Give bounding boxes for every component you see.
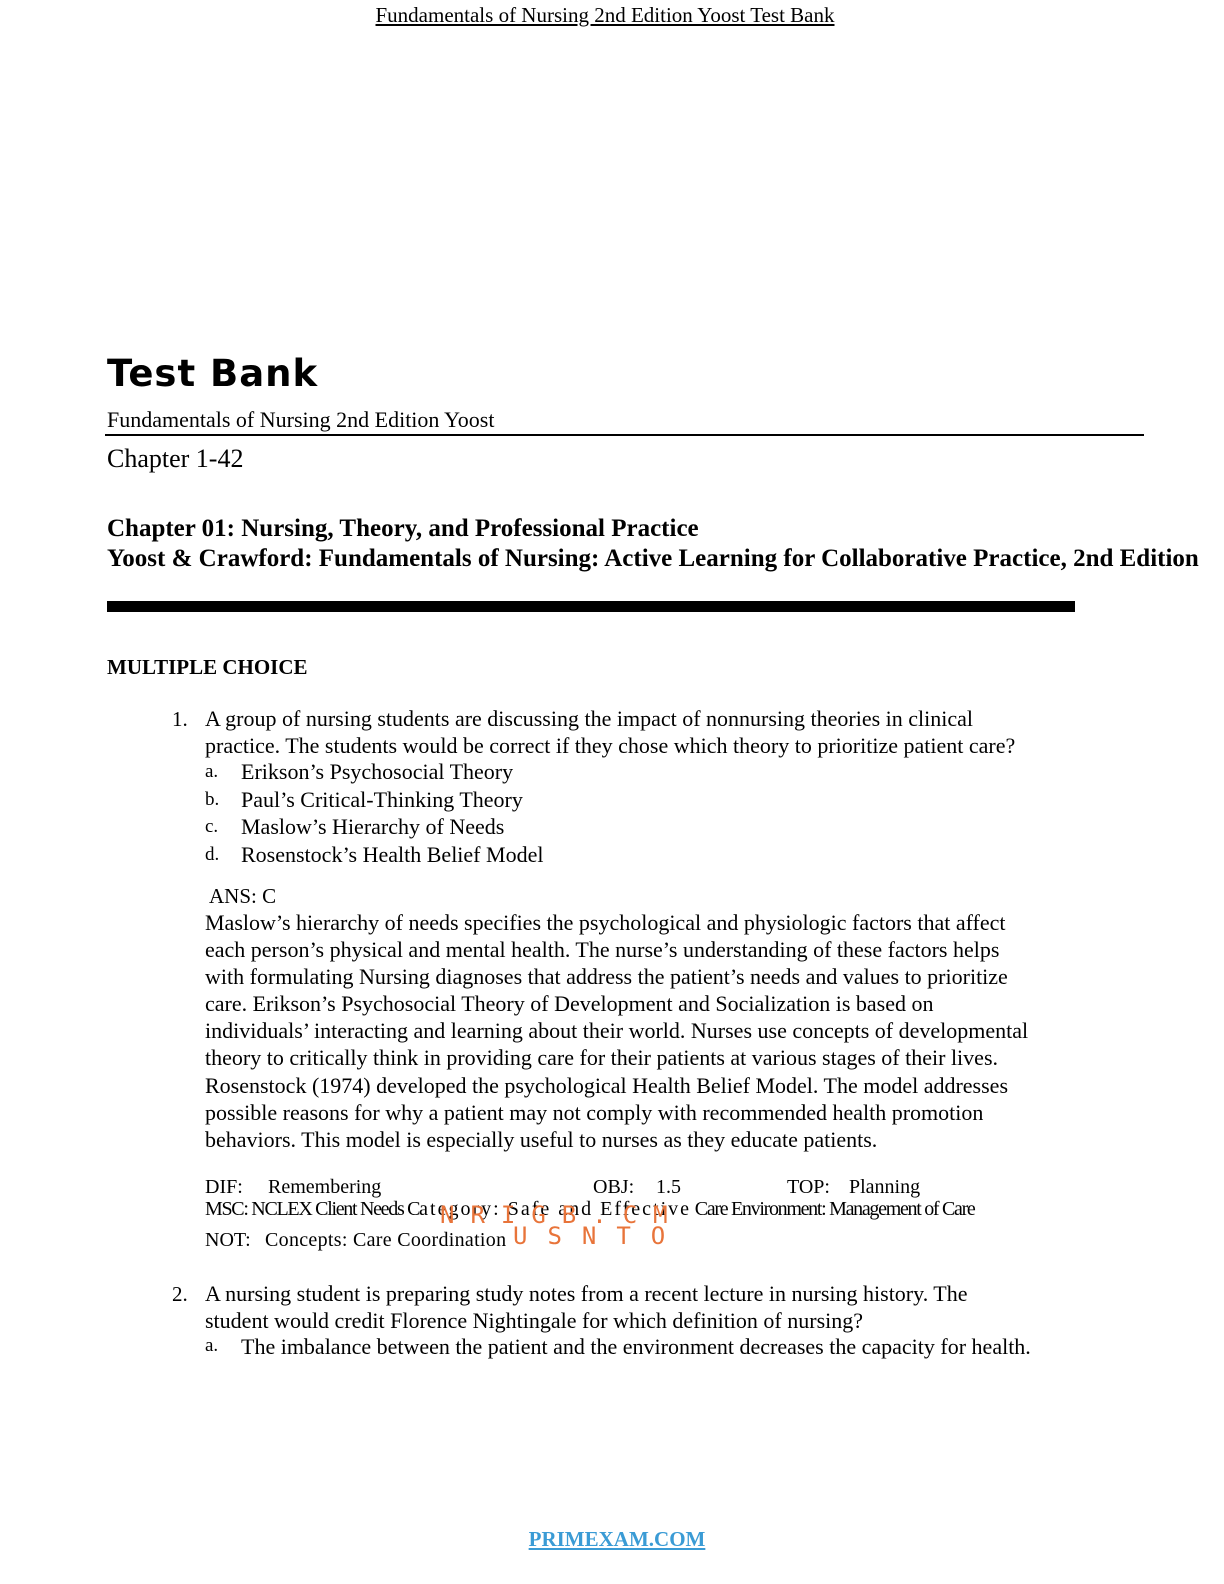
rationale-line: care. Erikson’s Psychosocial Theory of D…	[205, 991, 934, 1017]
stem-line: practice. The students would be correct …	[205, 733, 1016, 758]
msc-line: MSC: NCLEX Client Needs Category: Safe a…	[205, 1198, 976, 1221]
stem-line: student would credit Florence Nightingal…	[205, 1308, 864, 1333]
option-letter: b.	[205, 789, 220, 810]
watermark-row-2: USNTO	[513, 1222, 686, 1250]
book-subtitle: Fundamentals of Nursing 2nd Edition Yoos…	[107, 407, 495, 432]
rationale-line: possible reasons for why a patient may n…	[205, 1099, 984, 1125]
msc-part: MSC: NCLEX Client Needs C	[205, 1198, 420, 1220]
option-letter: a.	[205, 1335, 219, 1356]
rationale-line: Maslow’s hierarchy of needs specifies th…	[205, 910, 1006, 935]
top-value: Planning	[849, 1176, 921, 1198]
watermark-row-1: NRIGB.CM	[440, 1201, 684, 1229]
dif-value: Remembering	[268, 1176, 382, 1198]
stem-line: A nursing student is preparing study not…	[205, 1281, 968, 1306]
rationale-line: individuals’ interacting and learning ab…	[205, 1018, 1029, 1044]
chapter-source: Yoost & Crawford: Fundamentals of Nursin…	[107, 545, 1199, 572]
option-text: Maslow’s Hierarchy of Needs	[241, 814, 505, 839]
running-header: Fundamentals of Nursing 2nd Edition Yoos…	[375, 3, 835, 27]
answer-key: ANS: C	[209, 884, 277, 908]
question-number: 2.	[172, 1282, 188, 1306]
top-label: TOP:	[787, 1176, 830, 1198]
chapter-range: Chapter 1-42	[107, 444, 244, 473]
option-text: Rosenstock’s Health Belief Model	[241, 842, 544, 867]
question-stem: A group of nursing students are discussi…	[205, 705, 1105, 759]
chapter-divider	[107, 601, 1075, 612]
obj-value: 1.5	[656, 1176, 681, 1198]
msc-part: ategory: Safe and Effective	[419, 1198, 692, 1220]
option-text: The imbalance between the patient and th…	[241, 1334, 1031, 1359]
obj-label: OBJ:	[593, 1176, 635, 1198]
rationale-line: each person’s physical and mental health…	[205, 937, 1000, 963]
not-label: NOT:	[205, 1229, 251, 1251]
title-divider	[105, 434, 1144, 436]
rationale-line: Rosenstock (1974) developed the psycholo…	[205, 1072, 1008, 1098]
option-text: Erikson’s Psychosocial Theory	[241, 759, 514, 784]
option-letter: d.	[205, 844, 220, 865]
rationale-line: theory to critically think in providing …	[205, 1045, 998, 1071]
not-value: Concepts: Care Coordination	[265, 1229, 507, 1251]
question-stem: A nursing student is preparing study not…	[205, 1280, 1105, 1334]
option-text: Paul’s Critical-Thinking Theory	[241, 787, 523, 812]
chapter-title: Chapter 01: Nursing, Theory, and Profess…	[107, 515, 699, 542]
dif-label: DIF:	[205, 1176, 243, 1198]
section-title: MULTIPLE CHOICE	[107, 655, 308, 679]
option-letter: c.	[205, 816, 219, 837]
test-bank-title: Test Bank	[107, 352, 319, 395]
option-letter: a.	[205, 761, 219, 782]
rationale: Maslow’s hierarchy of needs specifies th…	[205, 909, 1105, 1153]
footer-link[interactable]: PRIMEXAM.COM	[528, 1527, 706, 1551]
rationale-line: behaviors. This model is especially usef…	[205, 1126, 878, 1152]
question-number: 1.	[172, 707, 188, 731]
rationale-line: with formulating Nursing diagnoses that …	[205, 964, 1008, 990]
stem-line: A group of nursing students are discussi…	[205, 706, 974, 731]
chapter-heading: Chapter 01: Nursing, Theory, and Profess…	[107, 514, 1199, 574]
msc-part: Care Environment: Management of Care	[694, 1198, 976, 1220]
